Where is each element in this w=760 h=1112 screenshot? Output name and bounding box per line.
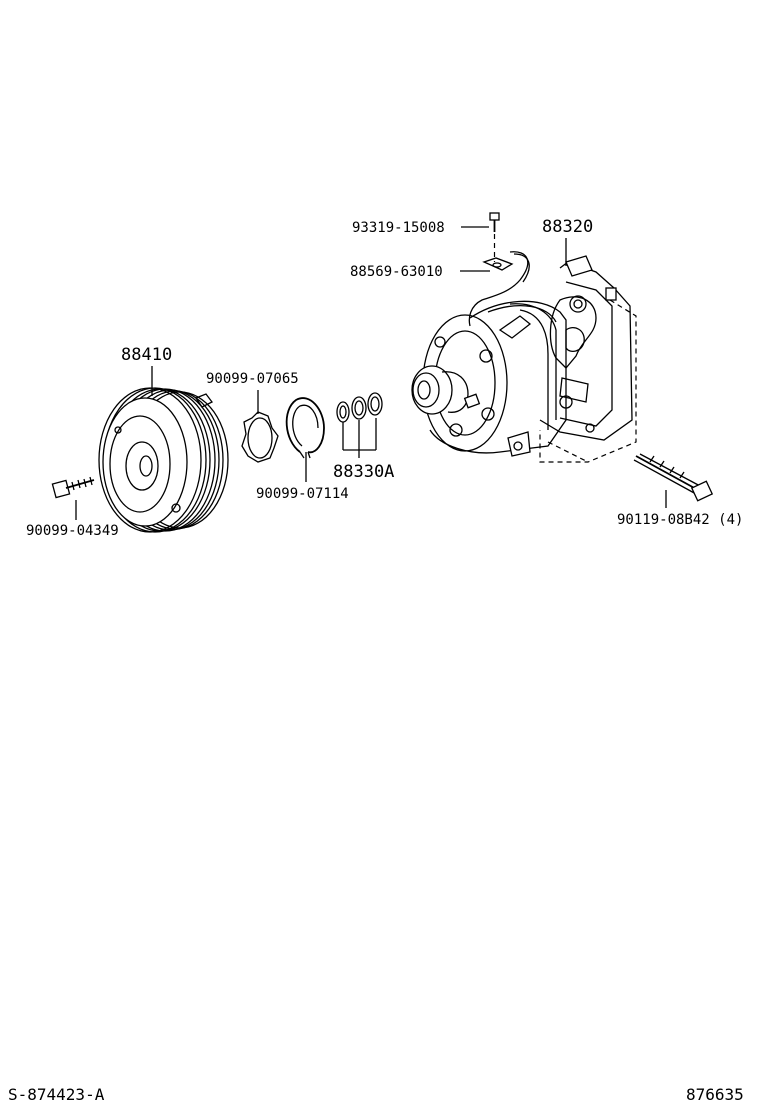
mount-bolt-icon (633, 453, 714, 502)
bolt-top-icon (489, 212, 500, 262)
label-mount-bolt: 90119-08B42 (4) (617, 512, 743, 528)
clutch-bolt-icon (51, 476, 95, 499)
label-clutch-assy: 88410 (121, 345, 172, 365)
label-compressor: 88320 (542, 217, 593, 237)
label-shim-ring: 90099-07065 (206, 371, 299, 387)
leader-lines (75, 226, 667, 520)
footer-right-code: 876635 (686, 1085, 744, 1104)
label-shim-set: 88330A (333, 462, 394, 482)
footer-left-code: S-874423-A (8, 1085, 105, 1104)
snap-ring-icon (285, 397, 325, 459)
shim-ring-icon (241, 411, 279, 463)
label-clutch-bolt: 90099-04349 (26, 523, 119, 539)
bracket-icon (468, 251, 530, 327)
label-snap-ring: 90099-07114 (256, 486, 349, 502)
clutch-assy-icon (98, 387, 229, 533)
label-bracket: 88569-63010 (350, 264, 443, 280)
shim-set-icon (336, 392, 383, 423)
label-bolt-top: 93319-15008 (352, 220, 445, 236)
compressor-icon (411, 255, 637, 463)
